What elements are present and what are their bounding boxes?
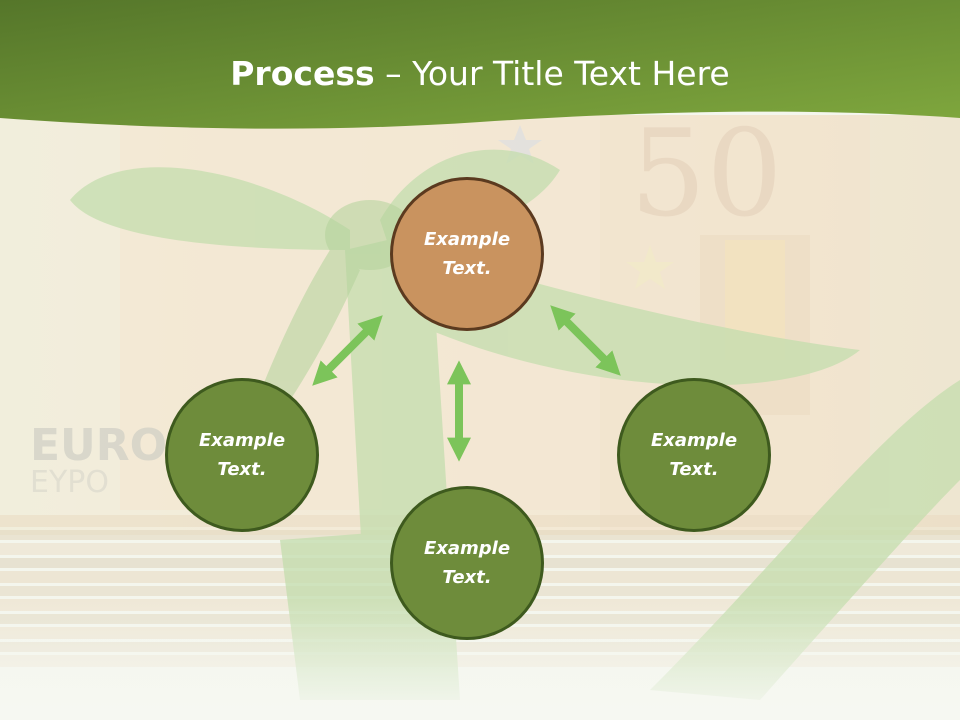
node-top: Example Text. bbox=[390, 177, 544, 331]
node-top-label: Example Text. bbox=[423, 229, 511, 279]
svg-text:EURO: EURO bbox=[30, 420, 167, 471]
svg-text:EYPO: EYPO bbox=[30, 465, 109, 500]
node-right-label: Example Text. bbox=[650, 430, 738, 480]
node-right: Example Text. bbox=[617, 378, 771, 532]
node-left: Example Text. bbox=[165, 378, 319, 532]
title-strong: Process bbox=[230, 54, 375, 93]
node-left-label: Example Text. bbox=[198, 430, 286, 480]
node-bottom: Example Text. bbox=[390, 486, 544, 640]
svg-text:50: 50 bbox=[630, 105, 783, 244]
slide-title: Process – Your Title Text Here bbox=[0, 50, 960, 98]
title-rest: – Your Title Text Here bbox=[374, 54, 730, 93]
node-bottom-label: Example Text. bbox=[423, 538, 511, 588]
